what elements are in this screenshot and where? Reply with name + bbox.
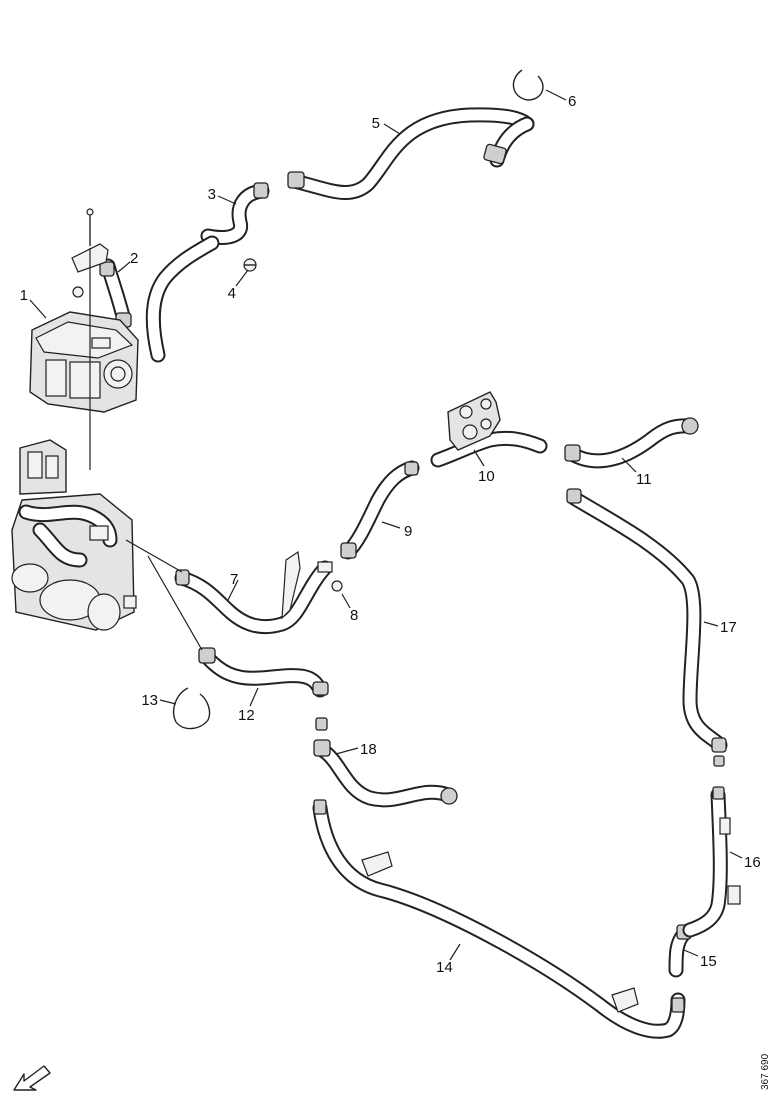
callout-3: 3 — [208, 186, 216, 203]
callout-11: 11 — [636, 471, 652, 488]
callout-17: 17 — [720, 619, 737, 636]
callout-5: 5 — [372, 115, 380, 132]
leader-lines — [29, 89, 743, 961]
clip-6 — [512, 69, 544, 101]
screw-4 — [243, 258, 257, 272]
callout-8: 8 — [350, 607, 358, 624]
clip-13 — [172, 687, 211, 730]
hose-5 — [287, 107, 535, 200]
callout-6: 6 — [568, 93, 576, 110]
callout-9: 9 — [404, 523, 412, 540]
callout-18: 18 — [360, 741, 377, 758]
hose-11 — [564, 417, 699, 469]
callout-16: 16 — [744, 854, 761, 871]
callout-10: 10 — [478, 468, 495, 485]
hose-12 — [198, 647, 329, 698]
hose-7 — [174, 560, 333, 635]
pipe-14 — [312, 799, 686, 1039]
pump-assembly — [11, 439, 137, 631]
bracket-8 — [281, 550, 343, 620]
direction-arrow-icon — [13, 1065, 51, 1091]
callout-13: 13 — [141, 692, 158, 709]
hose-17 — [566, 488, 728, 767]
hose-3 — [200, 182, 270, 245]
callout-14: 14 — [436, 959, 453, 976]
hose-18 — [313, 717, 458, 808]
mounting-plate — [447, 391, 501, 451]
callout-4: 4 — [228, 285, 236, 302]
pipe-10 — [430, 430, 548, 468]
hose-9 — [340, 460, 420, 560]
callout-15: 15 — [700, 953, 717, 970]
drawing-reference: 367 690 — [760, 1053, 771, 1090]
hose-2 — [99, 235, 220, 363]
callout-7: 7 — [230, 571, 238, 588]
callout-1: 1 — [20, 287, 28, 304]
pipe-16 — [682, 786, 741, 938]
heater-unit-1 — [29, 311, 139, 413]
callout-2: 2 — [130, 250, 138, 267]
callout-12: 12 — [238, 707, 255, 724]
